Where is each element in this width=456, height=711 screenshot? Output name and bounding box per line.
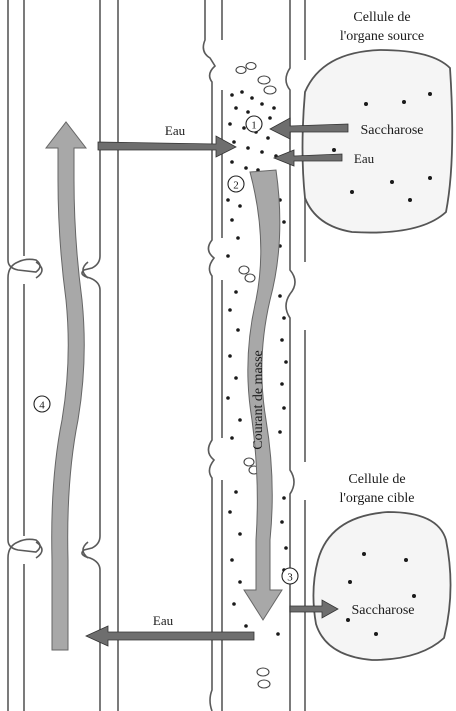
step-4-marker: 4 [34,396,50,412]
source-cell [303,50,453,233]
water-top-label: Eau [165,123,186,138]
step-1-marker: 1 [246,116,262,132]
source-cell-label-line1: Cellule de [353,10,410,25]
xylem-flow-arrow [46,122,86,650]
target-cell-label-line2: l'organe cible [340,491,415,506]
mass-flow-label: Courant de masse [251,350,266,450]
svg-text:2: 2 [233,180,239,192]
water-exit-arrow [86,626,254,646]
svg-text:3: 3 [287,572,293,584]
step-2-marker: 2 [228,176,244,192]
svg-text:1: 1 [251,120,257,132]
water-right-label: Eau [354,151,375,166]
water-bottom-label: Eau [153,613,174,628]
svg-text:4: 4 [39,400,45,412]
target-cell [313,512,450,660]
source-cell-label-line2: l'organe source [340,29,424,44]
sucrose-top-label: Saccharose [361,123,424,138]
target-cell-label-line1: Cellule de [348,472,405,487]
sucrose-bottom-label: Saccharose [352,603,415,618]
step-3-marker: 3 [282,568,298,584]
